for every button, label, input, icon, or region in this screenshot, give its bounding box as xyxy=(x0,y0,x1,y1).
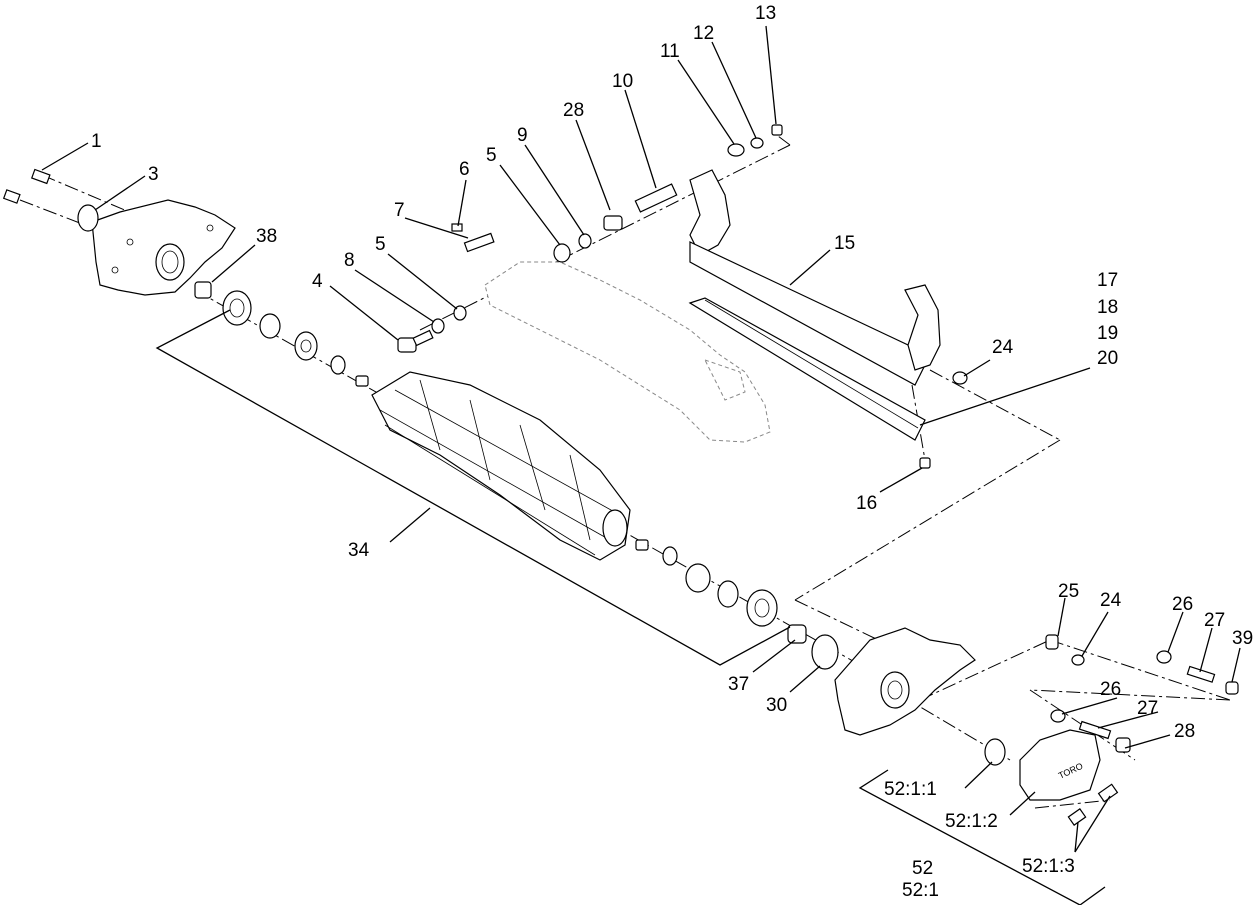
callout-12: 12 xyxy=(693,23,714,44)
callout-4: 4 xyxy=(312,271,323,292)
upper-hardware xyxy=(397,124,968,469)
callout-18: 18 xyxy=(1097,297,1118,318)
bolt-1 xyxy=(2,168,51,204)
callout-27-upper: 27 xyxy=(1204,610,1225,631)
callout-13: 13 xyxy=(755,3,776,24)
callout-39: 39 xyxy=(1232,628,1253,649)
callout-labels: 1 3 38 4 8 5 7 6 5 9 28 10 11 12 13 15 1… xyxy=(91,3,1253,901)
callout-20: 20 xyxy=(1097,348,1118,369)
right-bearing-stack xyxy=(635,539,839,670)
right-adjuster-hardware xyxy=(1045,634,1239,826)
leader-lines xyxy=(41,25,1241,853)
right-side-plate xyxy=(834,627,976,736)
callout-9: 9 xyxy=(517,125,528,146)
callout-1: 1 xyxy=(91,131,102,152)
callout-37: 37 xyxy=(728,674,749,695)
callout-26-lower: 26 xyxy=(1100,679,1121,700)
callout-25: 25 xyxy=(1058,581,1079,602)
group-brackets xyxy=(155,309,1106,905)
callout-24-upper: 24 xyxy=(992,337,1014,358)
bedbar-assembly xyxy=(688,169,941,441)
left-bearing-stack xyxy=(194,281,369,387)
cover-plate: TORO xyxy=(984,729,1101,801)
callout-17: 17 xyxy=(1097,270,1118,291)
callout-52-1-2: 52:1:2 xyxy=(945,811,998,832)
callout-10: 10 xyxy=(612,71,633,92)
reel-frame-outline xyxy=(484,261,771,443)
callout-52-1: 52:1 xyxy=(902,880,939,901)
callout-15: 15 xyxy=(834,233,855,254)
left-side-plate xyxy=(91,199,236,296)
reel-assembly xyxy=(371,371,631,561)
o-ring-3 xyxy=(77,204,99,232)
callout-24-lower: 24 xyxy=(1100,590,1122,611)
callout-34: 34 xyxy=(348,540,370,561)
callout-19: 19 xyxy=(1097,323,1118,344)
callout-11: 11 xyxy=(660,41,680,62)
callout-38: 38 xyxy=(256,226,277,247)
callout-52-1-1: 52:1:1 xyxy=(884,779,937,800)
callout-30: 30 xyxy=(766,695,787,716)
callout-8: 8 xyxy=(344,250,355,271)
callout-7: 7 xyxy=(394,200,405,221)
callout-6: 6 xyxy=(459,159,470,180)
callout-52: 52 xyxy=(912,858,933,879)
callout-5-lower: 5 xyxy=(375,234,386,255)
callout-27-lower: 27 xyxy=(1137,698,1158,719)
callout-16: 16 xyxy=(856,493,877,514)
callout-28-upper: 28 xyxy=(563,100,584,121)
callout-28-lower: 28 xyxy=(1174,721,1195,742)
callout-5-upper: 5 xyxy=(486,145,497,166)
callout-3: 3 xyxy=(148,164,159,185)
callout-26-upper: 26 xyxy=(1172,594,1193,615)
callout-52-1-3: 52:1:3 xyxy=(1022,856,1075,877)
